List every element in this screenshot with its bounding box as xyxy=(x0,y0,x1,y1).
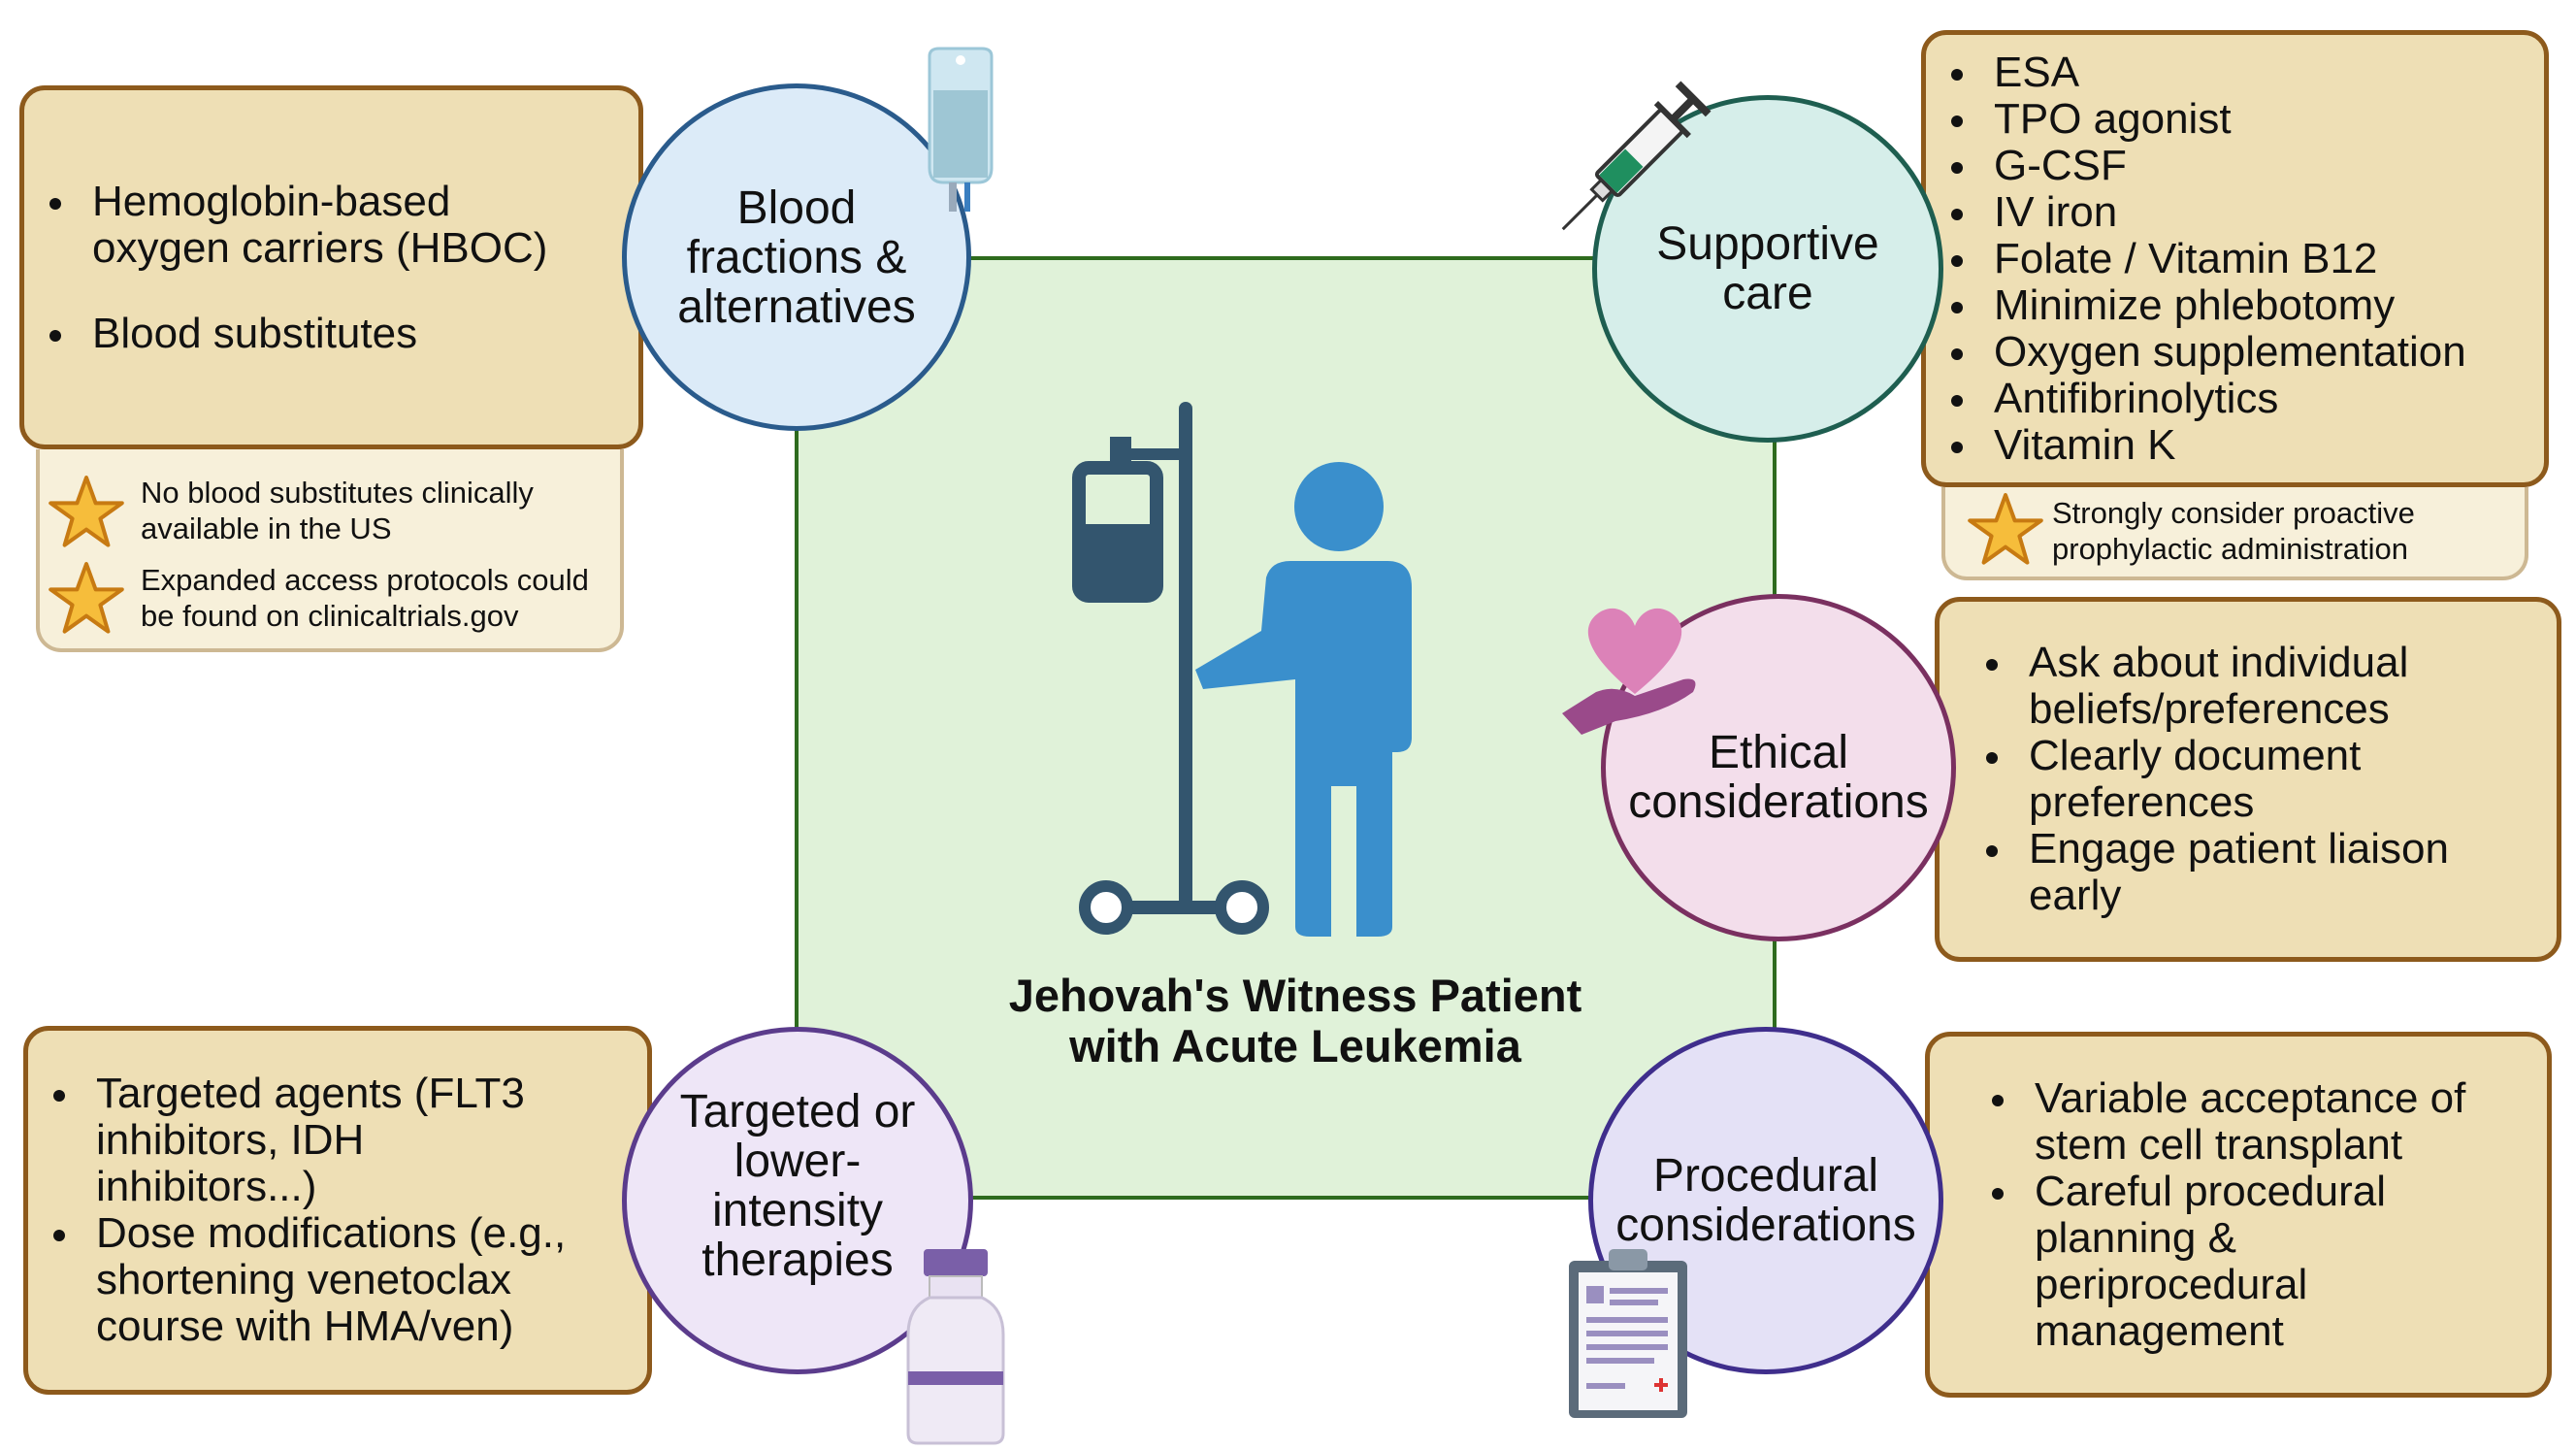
targeted-therapies-box: Targeted agents (FLT3 inhibitors, IDH in… xyxy=(23,1026,652,1395)
syringe-icon xyxy=(1561,81,1712,231)
circle-label: intensity xyxy=(711,1185,884,1236)
list-item: Variable acceptance of stem cell transpl… xyxy=(1992,1074,2510,1169)
central-title-line2: with Acute Leukemia xyxy=(1069,1020,1521,1071)
circle-label: Blood xyxy=(736,181,857,234)
circle-label: lower- xyxy=(734,1136,862,1187)
ethical-considerations-box: Ask about individual beliefs/preferences… xyxy=(1935,597,2561,962)
list-item: Careful procedural planning & periproced… xyxy=(1992,1168,2442,1355)
note-text: Strongly consider proactive prophylactic… xyxy=(2052,496,2415,566)
list-item: Blood substitutes xyxy=(49,310,597,357)
circle-label: alternatives xyxy=(677,280,916,333)
star-icon xyxy=(49,476,124,547)
list-item: G-CSF xyxy=(1951,142,2466,189)
list-item: TPO agonist xyxy=(1951,95,2466,143)
list-item: Engage patient liaison early xyxy=(1986,826,2514,919)
blood-notes-box: No blood substitutes clinically availabl… xyxy=(36,449,624,652)
circle-label: care xyxy=(1722,268,1813,319)
central-title: Jehovah's Witness Patient with Acute Leu… xyxy=(907,971,1683,1071)
list-item: IV iron xyxy=(1951,188,2466,236)
note-text: No blood substitutes clinically availabl… xyxy=(141,476,534,545)
list-item: Dose modifications (e.g., shortening ven… xyxy=(53,1210,620,1350)
list-item: Clearly document preferences xyxy=(1986,733,2436,826)
list-item: Ask about individual beliefs/preferences xyxy=(1986,640,2514,733)
clipboard-icon xyxy=(1569,1249,1687,1418)
list-item: Targeted agents (FLT3 inhibitors, IDH in… xyxy=(53,1071,581,1210)
circle-label: therapies xyxy=(701,1235,894,1286)
list-item: Oxygen supplementation xyxy=(1951,327,2466,376)
note-text: Expanded access protocols could be found… xyxy=(141,563,589,633)
star-icon xyxy=(49,562,124,634)
circle-label: Procedural xyxy=(1652,1150,1879,1202)
supportive-notes-box: Strongly consider proactive prophylactic… xyxy=(1941,487,2528,580)
circle-label: considerations xyxy=(1628,776,1929,828)
star-icon xyxy=(1968,493,2043,565)
procedural-considerations-box: Variable acceptance of stem cell transpl… xyxy=(1925,1032,2552,1398)
supportive-care-box: ESA TPO agonist G-CSF IV iron Folate / V… xyxy=(1921,30,2549,487)
circle-label: considerations xyxy=(1615,1200,1916,1251)
heart-in-hand-icon xyxy=(1562,608,1696,735)
circle-label: Ethical xyxy=(1708,727,1849,778)
list-item: Antifibrinolytics xyxy=(1951,375,2466,422)
vial-icon xyxy=(906,1249,1005,1445)
list-item: Minimize phlebotomy xyxy=(1951,281,2466,329)
list-item: Hemoglobin-based oxygen carriers (HBOC) xyxy=(49,178,597,272)
list-item: Vitamin K xyxy=(1951,421,2466,469)
iv-bag-icon xyxy=(928,47,994,212)
list-item: Folate / Vitamin B12 xyxy=(1951,235,2466,282)
circle-label: Targeted or xyxy=(679,1086,916,1137)
patient-with-iv-pole-icon xyxy=(1072,402,1412,937)
blood-alternatives-box: Hemoglobin-based oxygen carriers (HBOC) … xyxy=(19,85,643,449)
circle-label: fractions & xyxy=(686,231,907,283)
circle-label: Supportive xyxy=(1656,218,1879,270)
central-title-line1: Jehovah's Witness Patient xyxy=(1008,970,1582,1021)
list-item: ESA xyxy=(1951,49,2466,96)
